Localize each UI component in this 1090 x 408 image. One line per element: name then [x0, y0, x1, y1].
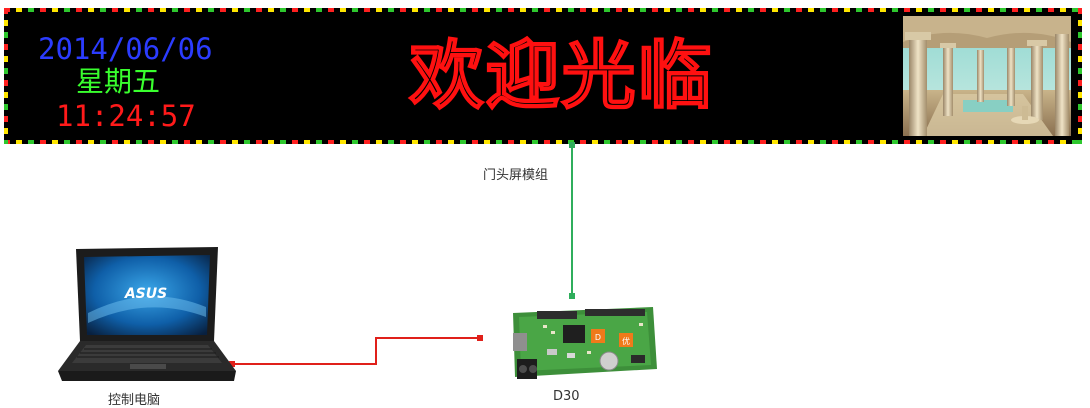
d30-controller-label: D30 [553, 389, 580, 404]
pc-to-controller-wire [229, 335, 483, 367]
board-chip-label-1: D [595, 333, 601, 342]
led-door-screen: 2014/06/06 星期五 11:24:57 欢迎光临 [4, 8, 1082, 144]
control-pc-label: 控制电脑 [108, 393, 161, 408]
laptop-brand-logo: ASUS [124, 286, 167, 302]
control-laptop-image: ASUS [58, 247, 236, 381]
d30-controller-board-image: D 优 [513, 307, 657, 379]
led-screen-picture [903, 16, 1071, 136]
led-weekday-text: 星期五 [76, 65, 161, 98]
board-chip-label-2: 优 [622, 336, 630, 346]
led-welcome-text: 欢迎光临 [409, 32, 714, 120]
screen-module-label: 门头屏模组 [483, 168, 549, 183]
led-screen-border [4, 8, 1082, 144]
led-date-text: 2014/06/06 [38, 32, 213, 66]
screen-to-controller-wire [569, 142, 575, 299]
led-time-text: 11:24:57 [56, 99, 196, 133]
